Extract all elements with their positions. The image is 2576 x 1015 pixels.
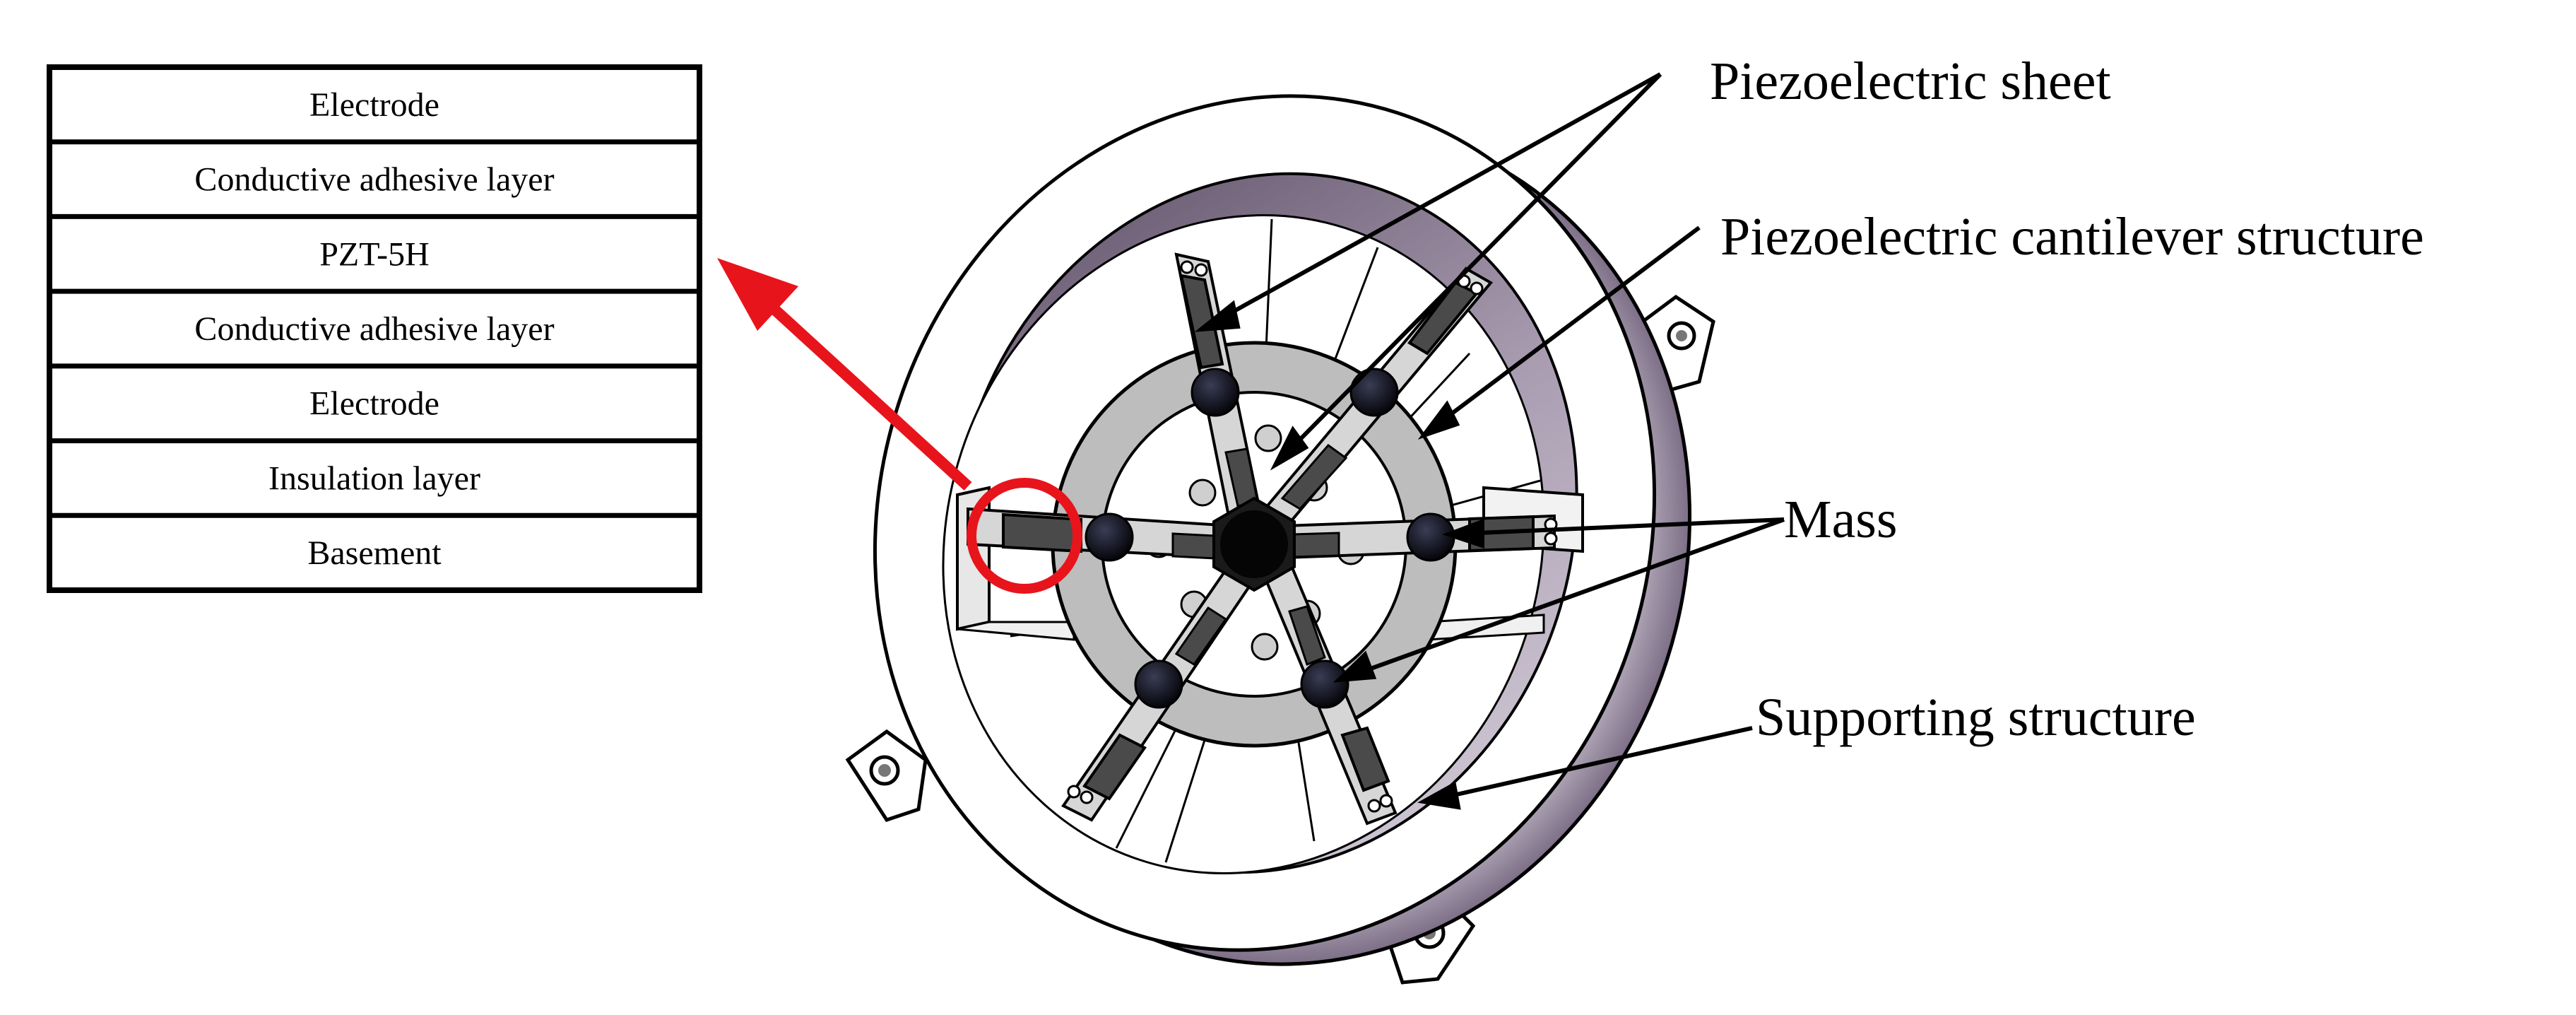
label-piezoelectric-sheet: Piezoelectric sheet [1710,52,2111,111]
mass-right [1406,512,1455,562]
layer-label: Electrode [309,86,439,124]
mass-upper-right [1349,368,1399,417]
mass-upper-left [1190,368,1240,417]
layer-label: Insulation layer [268,459,480,497]
layer-stack-frame [47,64,702,593]
mass-lower-left [1134,659,1183,709]
mass-left [1085,512,1134,562]
callout-leaders [1194,72,1785,810]
label-supporting-structure: Supporting structure [1756,688,2196,747]
layer-label: Conductive adhesive layer [194,161,554,199]
beam-end-holes [1067,260,1558,813]
layer-label: Electrode [309,385,439,423]
layer-label: PZT-5H [319,235,430,273]
proof-masses [1085,368,1455,709]
layer-label: Basement [307,534,442,572]
pointer-arrow [717,258,972,491]
mass-lower-right [1300,659,1349,709]
layer-label: Conductive adhesive layer [194,310,554,348]
label-piezoelectric-cantilever-structure: Piezoelectric cantilever structure [1720,207,2424,266]
harvester-device [845,94,1715,985]
mounting-tab-left [845,729,928,822]
highlight-circle [967,478,1082,594]
central-mass [1220,510,1288,578]
label-mass: Mass [1784,490,1897,549]
